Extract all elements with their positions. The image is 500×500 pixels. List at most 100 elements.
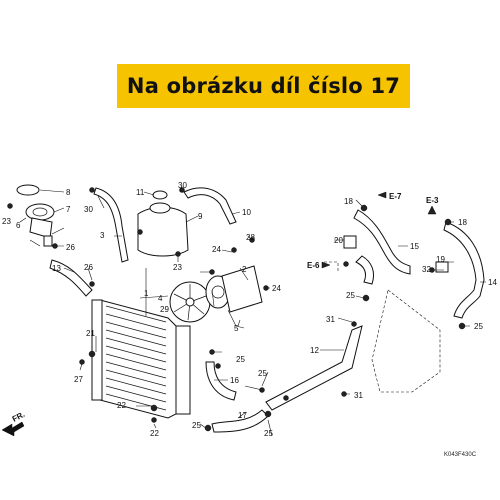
label-13: 13 [52, 264, 61, 273]
part-number-banner: Na obrázku díl číslo 17 [117, 64, 410, 108]
clamp-30-left[interactable] [89, 187, 95, 193]
label-8: 8 [66, 188, 71, 197]
label-22-left: 22 [117, 401, 126, 410]
label-16: 16 [230, 376, 239, 385]
arrow-e7-icon [377, 191, 387, 199]
bolt-23-tank[interactable] [175, 251, 181, 257]
reserve-tank-neck[interactable] [149, 202, 171, 214]
hose-15-branch[interactable] [355, 255, 375, 285]
label-20: 20 [334, 236, 343, 245]
fan-motor-2[interactable] [205, 265, 263, 313]
reserve-tank-cap-11[interactable] [152, 190, 168, 200]
cooling-fan-29[interactable] [169, 281, 211, 323]
label-11: 11 [136, 188, 145, 197]
label-25-hose15: 25 [346, 291, 355, 300]
bracket-20[interactable] [343, 235, 357, 249]
clamp-25-hose17-right[interactable] [264, 410, 272, 418]
label-7: 7 [66, 205, 71, 214]
label-28: 28 [246, 233, 255, 242]
filler-neck[interactable] [25, 203, 55, 221]
radiator-left-tank[interactable] [91, 299, 103, 401]
label-21: 21 [86, 329, 95, 338]
arrow-e6-icon [321, 261, 331, 269]
label-10: 10 [242, 208, 251, 217]
radiator-cap-assembly[interactable] [7, 184, 58, 249]
clamp-25-hose16[interactable] [215, 363, 221, 369]
label-22-bottom: 22 [150, 429, 159, 438]
leader-lines [19, 185, 486, 437]
radiator-core[interactable] [99, 299, 181, 419]
overflow-hose-3[interactable] [93, 187, 129, 263]
fan-shroud[interactable] [221, 265, 263, 313]
part-number-labels: 1 2 3 4 5 6 7 8 9 10 11 12 13 14 15 16 1… [2, 181, 497, 438]
label-23-left: 23 [2, 217, 11, 226]
label-29: 29 [160, 305, 169, 314]
front-direction-indicator: FR. [1, 410, 27, 437]
label-24-right: 24 [272, 284, 281, 293]
label-2: 2 [242, 265, 247, 274]
ref-e3: E-3 [426, 196, 439, 205]
hose-15[interactable] [353, 209, 411, 275]
breather-hose-10[interactable] [183, 187, 237, 225]
stay-bolt[interactable] [343, 261, 349, 267]
ref-e6: E-6 [307, 261, 320, 270]
tank-mount-bolt[interactable] [137, 229, 143, 235]
filler-body[interactable] [29, 217, 53, 239]
label-23-tank: 23 [173, 263, 182, 272]
arrow-e3-icon [427, 205, 437, 215]
label-26-top: 26 [66, 243, 75, 252]
label-25-hose16: 25 [258, 369, 267, 378]
front-arrow-icon [1, 421, 25, 437]
radiator-1[interactable] [91, 299, 191, 419]
label-6: 6 [16, 221, 21, 230]
label-4: 4 [158, 294, 163, 303]
label-31-top: 31 [326, 315, 335, 324]
grommet-21[interactable] [88, 350, 96, 358]
ref-e7: E-7 [389, 192, 402, 201]
label-25-hose17-left: 25 [192, 421, 201, 430]
label-12: 12 [310, 346, 319, 355]
label-18-right: 18 [458, 218, 467, 227]
bolt-27[interactable] [79, 359, 85, 365]
label-1: 1 [144, 289, 149, 298]
bolt-31-top[interactable] [351, 321, 357, 327]
label-18-left: 18 [344, 197, 353, 206]
label-15: 15 [410, 242, 419, 251]
pipe-joint[interactable] [283, 395, 289, 401]
label-30-left: 30 [84, 205, 93, 214]
reserve-tank-9[interactable] [137, 206, 189, 257]
clamp-25-hose17-left[interactable] [204, 424, 212, 432]
grommet-22-left[interactable] [150, 404, 158, 412]
diagram-code: K043F430C [444, 452, 477, 458]
grommet-22-bottom[interactable] [151, 417, 157, 423]
label-30-right: 30 [178, 181, 187, 190]
label-9: 9 [198, 212, 203, 221]
e6-connector-dashed [324, 261, 339, 272]
label-3: 3 [100, 231, 105, 240]
front-label: FR. [11, 410, 27, 424]
hose-13[interactable] [49, 259, 93, 297]
hose-14[interactable] [443, 221, 485, 319]
label-5: 5 [234, 324, 239, 333]
banner-text: Na obrázku díl číslo 17 [126, 74, 401, 98]
bolt-24-upper[interactable] [231, 247, 237, 253]
water-pipe-12[interactable] [265, 325, 363, 411]
clamp-18-upper[interactable] [360, 204, 368, 212]
bolt-24-top[interactable] [209, 269, 215, 275]
label-24-upper: 24 [212, 245, 221, 254]
filler-outlet[interactable] [43, 235, 53, 247]
reference-callouts: E-7 E-3 E-6 [307, 191, 439, 270]
label-25-fan: 25 [236, 355, 245, 364]
label-32: 32 [422, 265, 431, 274]
clamp-26-lower[interactable] [89, 281, 95, 287]
bolt-25-fan[interactable] [209, 349, 215, 355]
bolt-23-left[interactable] [7, 203, 13, 209]
radiator-side-tank[interactable] [175, 325, 191, 415]
hose-16[interactable] [205, 361, 237, 401]
radiator-cap[interactable] [16, 184, 40, 196]
label-25-hose17-right: 25 [264, 429, 273, 438]
engine-outline-dashed [371, 289, 441, 393]
clamp-30-right[interactable] [179, 187, 185, 193]
label-31-bottom: 31 [354, 391, 363, 400]
